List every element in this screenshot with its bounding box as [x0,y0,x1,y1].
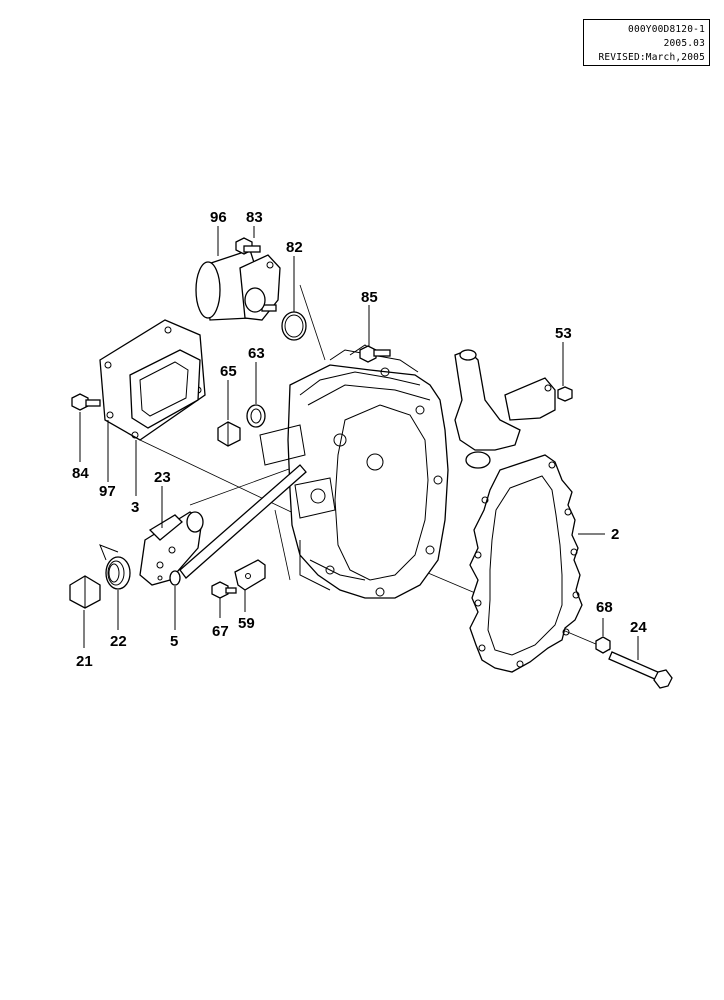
part-label-2: 2 [611,526,619,543]
drawing-code: 000Y00D8120-1 [628,24,705,35]
bolt-part-24[interactable] [608,651,673,689]
part-label-97: 97 [99,483,116,500]
part-label-82: 82 [286,239,303,256]
cover-plate-part-3[interactable] [129,349,201,439]
gear-case-housing[interactable] [259,344,449,599]
bolt-part-85[interactable] [359,345,391,363]
drawing-reference-box: 000Y00D8120-1 2005.03 REVISED:March,2005 [583,19,710,66]
part-label-83: 83 [246,209,263,226]
drawing-date: 2005.03 [663,38,705,49]
plug-part-21[interactable] [69,575,101,609]
part-label-3: 3 [131,499,139,516]
part-label-68: 68 [596,599,613,616]
part-label-53: 53 [555,325,572,342]
bolt-part-84[interactable] [71,393,101,411]
lever-part-23[interactable] [139,511,204,586]
part-label-21: 21 [76,653,93,670]
part-label-67: 67 [212,623,229,640]
washer-part-63[interactable] [246,404,266,428]
gasket-part-2[interactable] [469,454,583,673]
o-ring-part-5[interactable] [169,570,181,586]
part-label-63: 63 [248,345,265,362]
part-label-59: 59 [238,615,255,632]
nut-part-68[interactable] [595,636,611,654]
part-label-22: 22 [110,633,127,650]
bolt-part-67[interactable] [211,581,237,599]
spring-part-22[interactable] [99,544,131,590]
part-number-labels: 96 83 82 85 53 65 63 84 97 3 23 2 21 22 … [72,209,647,670]
shaft[interactable] [179,464,307,579]
solenoid-part-96[interactable] [195,249,281,321]
part-label-24: 24 [630,619,647,636]
part-label-96: 96 [210,209,227,226]
part-label-23: 23 [154,469,171,486]
governor-lever-part-53[interactable] [454,349,573,469]
o-ring-part-82[interactable] [281,311,307,341]
leader-lines [79,226,639,660]
plug-part-65[interactable] [217,421,241,447]
part-label-5: 5 [170,633,178,650]
part-label-85: 85 [361,289,378,306]
bracket-part-59[interactable] [234,559,266,591]
bolt-part-83[interactable] [235,237,261,255]
revision-note: REVISED:March,2005 [598,52,705,63]
part-label-65: 65 [220,363,237,380]
part-label-84: 84 [72,465,89,482]
